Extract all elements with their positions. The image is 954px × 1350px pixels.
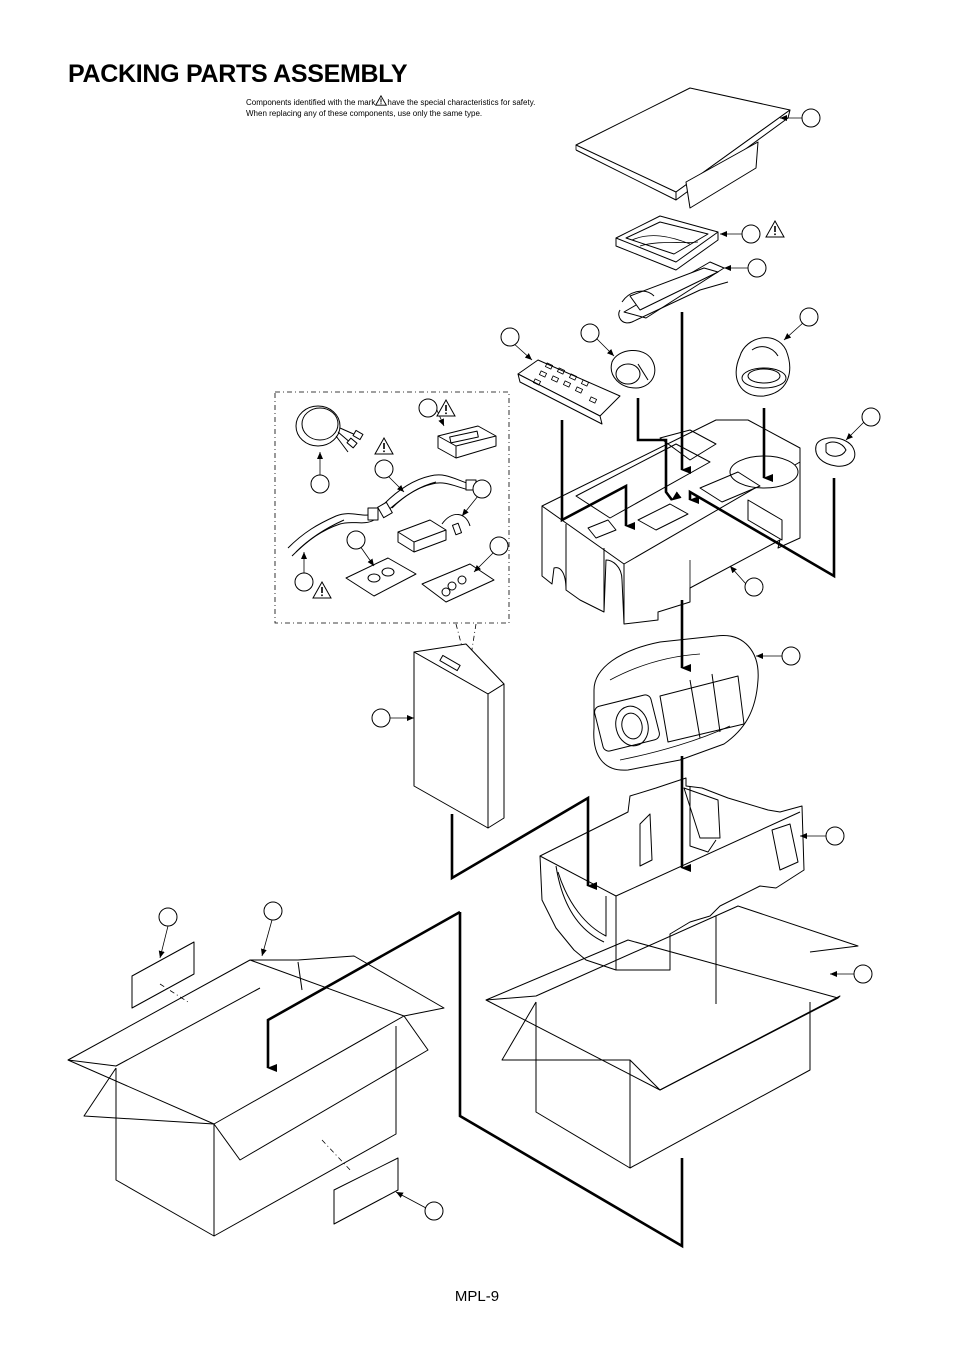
instruction-book-bag — [615, 215, 719, 271]
lens-hood — [735, 337, 791, 397]
page-title: PACKING PARTS ASSEMBLY — [68, 60, 408, 88]
left-carton — [67, 955, 445, 1237]
power-cord — [377, 474, 477, 519]
accessory-box — [413, 643, 505, 829]
ac-adaptor — [397, 514, 471, 553]
screw-bag-a — [345, 557, 417, 597]
callout-circle — [853, 964, 873, 984]
safety-note-text-b: have the special characteristics for saf… — [387, 98, 536, 107]
small-accessory — [815, 437, 856, 467]
callout-circle — [747, 258, 767, 278]
callout-circle — [799, 307, 819, 327]
warning-icon — [375, 94, 388, 109]
callout-circle — [418, 398, 438, 418]
warning-icon — [374, 437, 394, 455]
safety-note-text-a: Components identified with the mark — [246, 98, 376, 107]
callout-circle — [472, 479, 492, 499]
callout-circle — [424, 1201, 444, 1221]
dc-cord — [287, 507, 379, 557]
callout-circle — [158, 907, 178, 927]
callout-circle — [741, 224, 761, 244]
callout-circle — [744, 577, 764, 597]
callout-circle — [801, 108, 821, 128]
callout-circle — [346, 530, 366, 550]
upper-cushion — [541, 419, 801, 625]
av-cable — [295, 405, 364, 453]
label-a — [131, 941, 195, 1009]
assembly-lines — [266, 312, 836, 1249]
safety-note: Components identified with the mark have … — [246, 94, 536, 119]
callouts — [158, 108, 881, 1221]
callout-circle — [374, 459, 394, 479]
right-carton — [485, 905, 859, 1169]
lower-cushion — [539, 777, 805, 971]
callout-circle — [500, 327, 520, 347]
camera-bag — [593, 635, 759, 771]
callout-circle — [310, 474, 330, 494]
callout-circle — [371, 708, 391, 728]
callout-circle — [294, 572, 314, 592]
callout-circle — [781, 646, 801, 666]
battery-pack — [437, 425, 497, 459]
top-cardboard-sheet — [575, 87, 791, 209]
callout-circle — [580, 323, 600, 343]
warning-icon — [312, 581, 332, 599]
warning-icon — [436, 399, 456, 417]
callout-circle — [825, 826, 845, 846]
safety-note-text-c: When replacing any of these components, … — [246, 109, 483, 118]
remote-control — [517, 359, 621, 425]
callout-circle — [489, 536, 509, 556]
lens-cap — [610, 350, 656, 389]
page-number: MPL-9 — [454, 1288, 500, 1305]
screw-bag-b — [421, 563, 495, 603]
callout-circle — [861, 407, 881, 427]
label-b — [321, 1139, 399, 1225]
callout-circle — [263, 901, 283, 921]
warning-icon — [765, 220, 785, 238]
shoulder-strap — [618, 261, 729, 324]
